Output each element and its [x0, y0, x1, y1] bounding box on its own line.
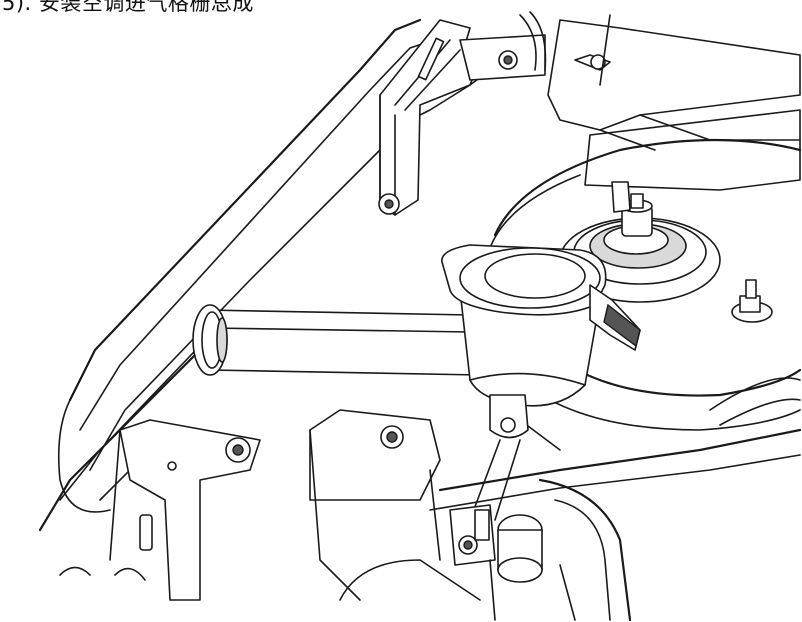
upper-bracket	[378, 11, 547, 216]
cowl-cover	[547, 14, 801, 191]
lower-left-bracket	[59, 419, 261, 601]
fender-panel	[38, 18, 491, 532]
lower-connector	[449, 504, 576, 621]
lower-hoses	[339, 377, 802, 622]
stud-bolt	[731, 279, 773, 323]
strut-tower	[484, 138, 802, 451]
filler-neck-cap	[441, 244, 641, 521]
step-caption: 5). 安装空调进气格栅总成	[2, 0, 254, 15]
center-bracket	[309, 409, 441, 601]
filler-pipe	[192, 304, 481, 376]
